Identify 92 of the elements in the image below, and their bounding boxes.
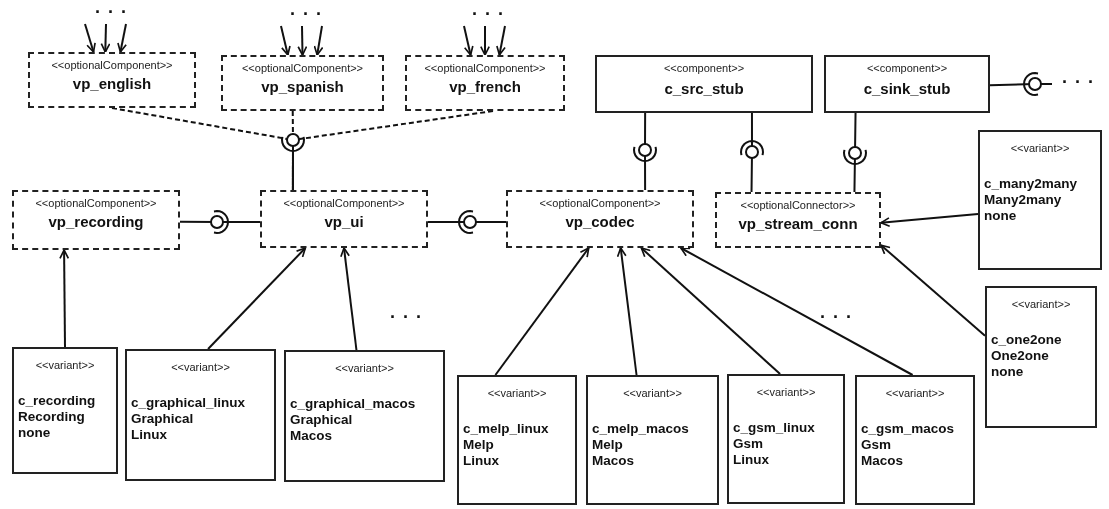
variant-box <box>586 375 719 505</box>
component-box <box>824 55 990 113</box>
ellipsis-label: · · · <box>290 4 323 25</box>
arrow <box>463 25 474 56</box>
arrow <box>340 247 358 351</box>
connector-line <box>989 83 1053 87</box>
component-name: vp_spanish <box>260 78 345 95</box>
arrow <box>480 25 490 56</box>
arrow <box>59 249 70 348</box>
arrow <box>100 23 111 53</box>
stereotype-label: <<optionalComponent>> <box>50 59 174 71</box>
component-name: vp_recording <box>47 213 145 230</box>
arrow <box>494 247 590 376</box>
arrow <box>496 25 506 56</box>
stereotype-label: <<variant>> <box>1010 298 1072 310</box>
ellipsis-label: · · · <box>1062 72 1095 93</box>
variant-text: c_graphical_macos Graphical Macos <box>290 396 416 445</box>
component-name: vp_stream_conn <box>737 215 859 232</box>
stereotype-label: <<variant>> <box>622 387 683 399</box>
component-name: vp_codec <box>564 213 636 230</box>
connector-line <box>291 149 294 191</box>
optional-component-box <box>260 190 428 248</box>
arrow <box>280 25 291 56</box>
component-name: c_src_stub <box>663 80 745 97</box>
arrow <box>679 247 914 376</box>
interface-symbol <box>1023 72 1042 96</box>
stereotype-label: <<optionalComponent>> <box>240 62 365 74</box>
component-name: c_sink_stub <box>862 80 952 97</box>
interface-symbol <box>843 146 867 165</box>
variant-text: c_one2one One2one none <box>991 332 1062 381</box>
variant-text: c_recording Recording none <box>18 393 96 442</box>
connector-line <box>853 112 857 193</box>
arrow <box>640 247 782 375</box>
variant-box <box>985 286 1097 428</box>
variant-box <box>12 347 118 474</box>
arrow <box>84 23 96 53</box>
stereotype-label: <<component>> <box>662 62 746 74</box>
arrow <box>880 244 986 337</box>
optional-component-box <box>28 52 196 108</box>
interface-symbol <box>210 210 229 234</box>
stereotype-label: <<variant>> <box>334 362 395 374</box>
stereotype-label: <<variant>> <box>884 387 946 399</box>
variant-text: c_gsm_macos Gsm Macos <box>861 421 955 470</box>
arrow <box>207 247 307 350</box>
ellipsis-label: · · · <box>820 307 853 328</box>
arrow <box>313 25 324 56</box>
variant-text: c_gsm_linux Gsm Linux <box>733 420 815 469</box>
optional-component-box <box>12 190 180 250</box>
variant-box <box>855 375 975 505</box>
variant-box <box>284 350 445 482</box>
stereotype-label: <<variant>> <box>34 359 96 371</box>
component-name: vp_ui <box>323 213 365 230</box>
interface-symbol <box>740 140 764 159</box>
stereotype-label: <<component>> <box>865 62 949 74</box>
component-box <box>595 55 813 113</box>
ellipsis-label: · · · <box>95 2 128 23</box>
arrow <box>117 23 127 53</box>
stereotype-label: <<variant>> <box>486 387 548 399</box>
variant-text: c_many2many Many2many none <box>984 176 1078 225</box>
variant-text: c_melp_linux Melp Linux <box>463 421 549 470</box>
stereotype-label: <<optionalComponent>> <box>538 197 662 209</box>
stereotype-label: <<optionalComponent>> <box>34 197 158 209</box>
optional-component-box <box>506 190 694 248</box>
stereotype-label: <<optionalComponent>> <box>282 197 406 209</box>
arrow <box>880 213 979 228</box>
variant-box <box>125 349 276 481</box>
component-name: vp_english <box>71 75 153 92</box>
connector-line <box>179 220 261 223</box>
stereotype-label: <<variant>> <box>170 361 231 373</box>
variant-text: c_graphical_linux Graphical Linux <box>131 395 246 444</box>
optional-component-box <box>221 55 384 111</box>
interface-symbol <box>281 133 305 152</box>
connector-line <box>750 112 753 193</box>
variant-text: c_melp_macos Melp Macos <box>592 421 689 470</box>
interface-symbol <box>633 143 657 162</box>
variant-box <box>457 375 577 505</box>
variant-box <box>727 374 845 504</box>
ellipsis-label: · · · <box>472 4 505 25</box>
connector-line <box>427 220 507 223</box>
optional-component-box <box>715 192 881 248</box>
stereotype-label: <<variant>> <box>755 386 817 398</box>
arrow <box>616 247 638 376</box>
variant-box <box>978 130 1102 270</box>
arrow <box>297 25 308 56</box>
component-name: vp_french <box>448 78 522 95</box>
optional-component-box <box>405 55 565 111</box>
ellipsis-label: · · · <box>390 307 423 328</box>
connector-line <box>644 112 647 191</box>
stereotype-label: <<optionalComponent>> <box>423 62 547 74</box>
stereotype-label: <<variant>> <box>1009 142 1071 154</box>
stereotype-label: <<optionalConnector>> <box>739 199 857 211</box>
interface-symbol <box>458 210 477 234</box>
